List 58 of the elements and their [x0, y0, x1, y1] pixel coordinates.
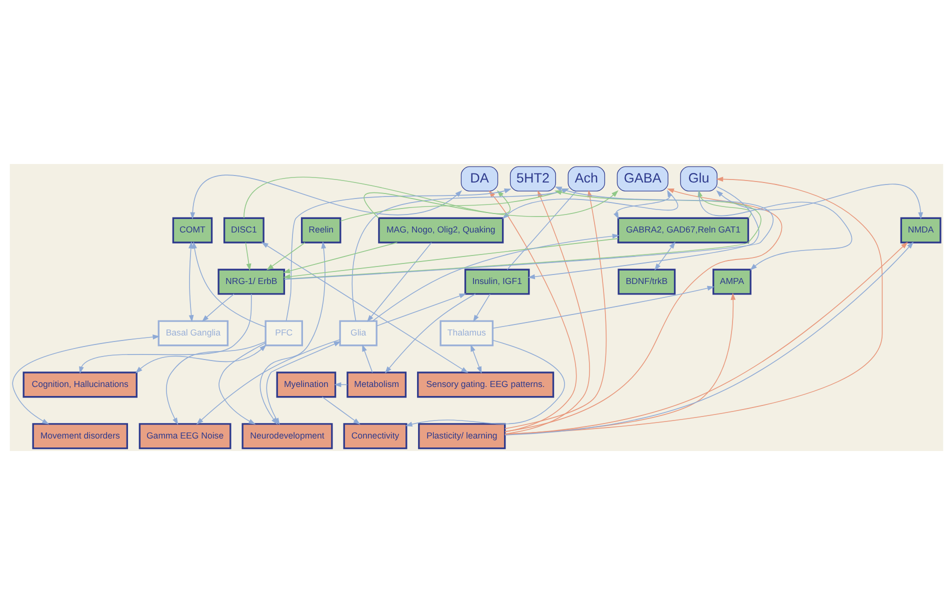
arrow — [266, 242, 305, 270]
arrow — [366, 242, 432, 322]
arrow — [190, 174, 462, 219]
arrow — [78, 293, 252, 374]
node-box: GABRA2, GAD67,Reln GAT1 — [616, 216, 749, 243]
arrow — [166, 340, 266, 424]
arrow — [12, 334, 160, 424]
node-box: DISC1 — [222, 216, 264, 243]
node-box: MAG, Nogo, Olig2, Quaking — [378, 216, 504, 243]
arrow — [716, 183, 923, 219]
arrow — [654, 241, 675, 270]
arrow — [504, 176, 882, 434]
node-box: Reelin — [300, 216, 341, 243]
arrow — [201, 293, 234, 322]
arrow — [504, 292, 736, 434]
node-box: Insulin, IGF1 — [464, 268, 530, 294]
arrow — [282, 242, 398, 273]
node-box: PFC — [264, 320, 302, 346]
arrow — [404, 339, 564, 426]
node-box: Glia — [338, 320, 377, 346]
arrow — [192, 241, 266, 327]
node-box: Plasticity/ learning — [418, 422, 506, 449]
node-box: BDNF/trkB — [617, 268, 676, 294]
node-box: Cognition, Hallucinations — [22, 371, 137, 398]
node-box: Neurodevelopment — [241, 422, 332, 449]
arrow — [260, 241, 468, 373]
node-box: Glu — [680, 166, 717, 191]
node-box: AMPA — [712, 268, 751, 294]
node-box: Gamma EEG Noise — [138, 422, 231, 449]
arrow — [472, 293, 490, 322]
node-box: Myelination — [276, 371, 336, 398]
arrow — [362, 344, 372, 372]
node-box: Metabolism — [346, 371, 406, 398]
node-box: Connectivity — [342, 422, 407, 449]
arrow — [492, 285, 714, 328]
node-box: DA — [460, 166, 498, 191]
arrow — [613, 189, 672, 219]
node-box: Thalamus — [439, 320, 494, 346]
arrow — [384, 293, 476, 373]
node-box: NMDA — [900, 216, 941, 243]
node-box: Basal Ganglia — [157, 320, 228, 346]
node-box: GABA — [616, 166, 668, 191]
arrow — [282, 238, 618, 279]
node-box: COMT — [172, 216, 212, 243]
arrow — [188, 240, 194, 322]
arrow — [527, 186, 759, 279]
node-box: 5HT2 — [509, 166, 556, 191]
arrow — [134, 344, 266, 373]
arrow — [244, 242, 251, 270]
node-box: Sensory gating. EEG patterns. — [416, 371, 554, 398]
arrow — [376, 293, 466, 326]
arrow — [321, 396, 360, 424]
node-box: Ach — [567, 166, 605, 191]
node-box: Movement disorders — [32, 422, 128, 449]
node-box: NRG-1/ ErbB — [217, 268, 285, 294]
arrow — [218, 342, 266, 424]
arrow — [470, 344, 482, 374]
arrow — [372, 233, 619, 321]
